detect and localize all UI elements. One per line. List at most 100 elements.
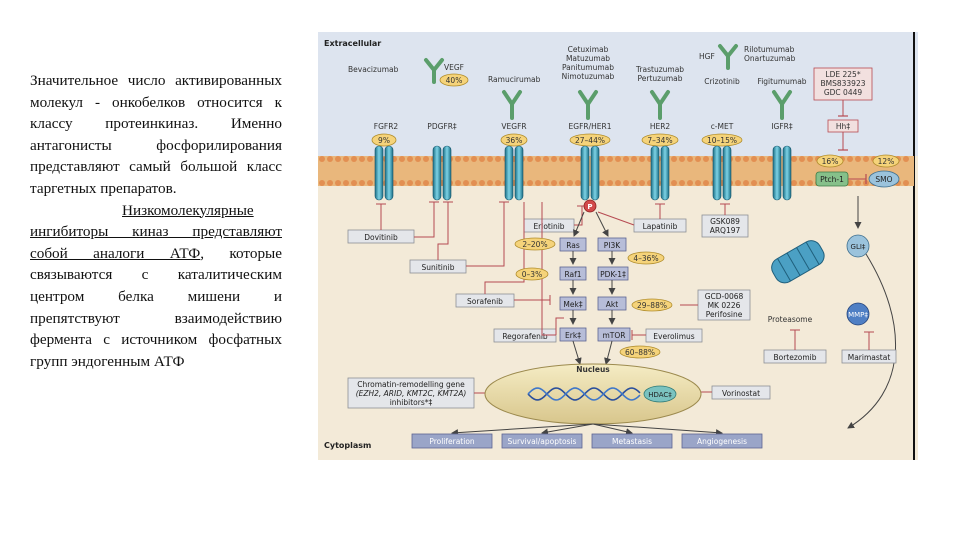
arrow-p-pi3k bbox=[595, 211, 609, 237]
label-cytoplasm: Cytoplasm bbox=[324, 441, 371, 450]
lipid-head bbox=[559, 180, 565, 186]
hdac-shape bbox=[643, 385, 677, 403]
lipid-head bbox=[535, 180, 541, 186]
lipid-head bbox=[847, 156, 853, 162]
lipid-head bbox=[631, 156, 637, 162]
fgfr2-pct-badge bbox=[371, 133, 397, 147]
lipid-head bbox=[319, 180, 325, 186]
signaling-nodes: 2–20% Ras PI3K 4–36% 0–3% Raf1 PDK-1‡ Me bbox=[514, 211, 673, 365]
arrow-outcome bbox=[451, 423, 594, 437]
lipid-head bbox=[799, 156, 805, 162]
lipid-head bbox=[903, 156, 909, 162]
outcome-box bbox=[681, 433, 763, 449]
receptor-vegfr: VEGFR bbox=[501, 122, 526, 131]
arrow-mtor-nucleus bbox=[604, 340, 613, 365]
receptor-fgfr2: FGFR2 bbox=[374, 122, 399, 131]
lipid-head bbox=[463, 180, 469, 186]
receptor-helix bbox=[650, 145, 660, 201]
lipid-head bbox=[567, 180, 573, 186]
lipid-head bbox=[367, 156, 373, 162]
label-chromatin-3: inhibitors*‡ bbox=[390, 398, 433, 407]
receptor-helix bbox=[590, 145, 600, 201]
lipid-head bbox=[415, 156, 421, 162]
label-matuzumab: Matuzumab bbox=[566, 54, 610, 63]
lipid-head bbox=[735, 180, 741, 186]
label-lapatinib: Lapatinib bbox=[643, 222, 678, 231]
lipid-head bbox=[695, 180, 701, 186]
lipid-head bbox=[791, 156, 797, 162]
label-ras: Ras bbox=[566, 241, 580, 250]
signaling-pathway-figure: Extracellular Cytoplasm Bevacizumab VEGF… bbox=[318, 32, 918, 460]
lipid-head bbox=[343, 180, 349, 186]
arrow-p-ras bbox=[573, 211, 585, 237]
outcome-label: Proliferation bbox=[429, 437, 475, 446]
outcome-box bbox=[591, 433, 673, 449]
label-erk: Erk‡ bbox=[565, 331, 581, 340]
vegfr-pct-badge bbox=[500, 133, 528, 147]
label-everolimus: Everolimus bbox=[653, 332, 695, 341]
vegfr-pct: 36% bbox=[506, 136, 523, 145]
ptch-pct: 16% bbox=[822, 157, 839, 166]
label-akt: Akt bbox=[606, 300, 618, 309]
cmet-pct-badge bbox=[701, 133, 743, 147]
label-smo: SMO bbox=[875, 175, 892, 184]
pi3k-pct: 4–36% bbox=[633, 254, 658, 263]
lipid-head bbox=[735, 156, 741, 162]
smo-pct: 12% bbox=[878, 157, 895, 166]
label-crizotinib: Crizotinib bbox=[704, 77, 740, 86]
inhibit-sunitinib bbox=[437, 202, 449, 260]
lipid-head bbox=[495, 180, 501, 186]
receptor-egfr: EGFR/HER1 bbox=[569, 122, 612, 131]
label-trastuzumab: Trastuzumab bbox=[635, 65, 684, 74]
label-mmp: MMP‡ bbox=[848, 311, 868, 319]
lipid-head bbox=[543, 180, 549, 186]
lipid-head bbox=[615, 156, 621, 162]
description-text: Значительное число активированных молеку… bbox=[30, 70, 282, 372]
lipid-head bbox=[351, 156, 357, 162]
lipid-head bbox=[855, 156, 861, 162]
receptor-helix bbox=[374, 145, 384, 201]
label-chromatin-2: (EZH2, ARID, KMT2C, KMT2A) bbox=[356, 389, 467, 398]
lipid-head bbox=[407, 156, 413, 162]
label-sorafenib: Sorafenib bbox=[467, 297, 503, 306]
lipid-head bbox=[855, 180, 861, 186]
her2-pct: 7–34% bbox=[647, 136, 672, 145]
inhibition-lines bbox=[376, 201, 874, 398]
lipid-head bbox=[479, 180, 485, 186]
lipid-head bbox=[767, 156, 773, 162]
gli-shape bbox=[846, 234, 870, 258]
arrow-outcome bbox=[592, 423, 723, 437]
label-bms833923: BMS833923 bbox=[820, 79, 865, 88]
lipid-head bbox=[479, 156, 485, 162]
pathway-diagram: Extracellular Cytoplasm Bevacizumab VEGF… bbox=[318, 32, 918, 460]
antibody-icon bbox=[502, 90, 522, 120]
receptor-helix bbox=[722, 145, 732, 201]
receptor-helix bbox=[432, 145, 442, 201]
label-proteasome: Proteasome bbox=[768, 315, 813, 324]
ras-pct: 2–20% bbox=[522, 240, 547, 249]
lipid-head bbox=[487, 156, 493, 162]
mtor-pct: 60–88% bbox=[625, 348, 655, 357]
label-chromatin-1: Chromatin-remodelling gene bbox=[357, 380, 465, 389]
proteasome-icon bbox=[771, 240, 825, 284]
outcome-box bbox=[501, 433, 583, 449]
label-arq197: ARQ197 bbox=[710, 226, 741, 235]
label-sunitinib: Sunitinib bbox=[422, 263, 455, 272]
dna-helix-icon bbox=[527, 387, 641, 401]
lipid-head bbox=[455, 156, 461, 162]
inhibit-dovitinib-pdgfr bbox=[414, 202, 435, 238]
cmet-pct: 10–15% bbox=[707, 136, 737, 145]
label-marimastat: Marimastat bbox=[848, 353, 891, 362]
lipid-head bbox=[343, 156, 349, 162]
lipid-head bbox=[703, 180, 709, 186]
label-bevacizumab: Bevacizumab bbox=[348, 65, 399, 74]
label-nimotuzumab: Nimotuzumab bbox=[562, 72, 615, 81]
receptor-her2: HER2 bbox=[650, 122, 671, 131]
lipid-head bbox=[351, 180, 357, 186]
antibody-icon bbox=[718, 44, 738, 70]
lipid-head bbox=[671, 180, 677, 186]
receptor-helix bbox=[782, 145, 792, 201]
lipid-head bbox=[535, 156, 541, 162]
smo-pct-badge bbox=[872, 154, 900, 168]
